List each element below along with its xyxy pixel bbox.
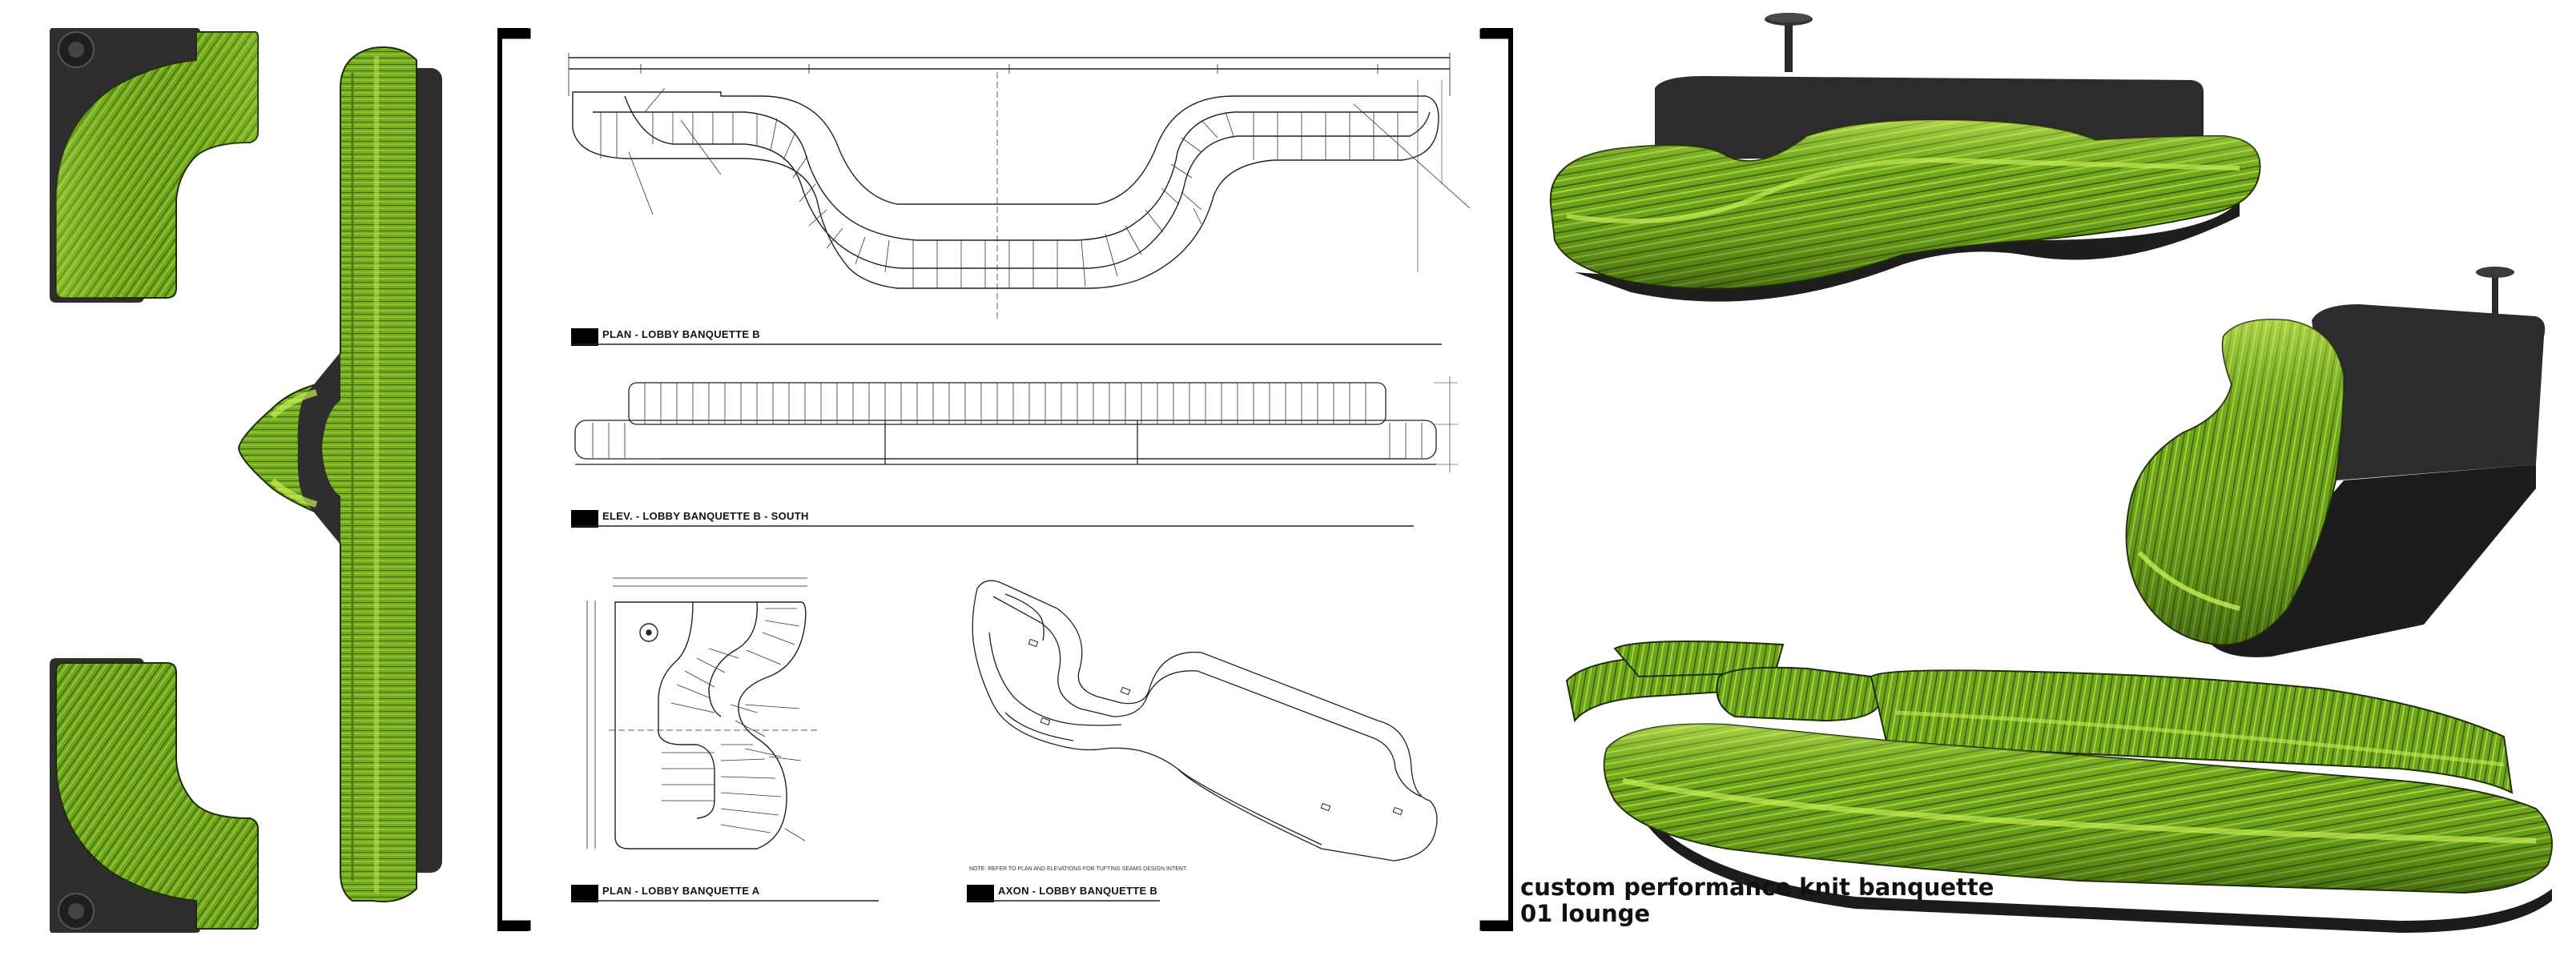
perspective-render-1 (1549, 13, 2261, 302)
caption-line-1: custom performance knit banquette (1520, 874, 1994, 901)
axon-note: NOTE: REFER TO PLAN AND ELEVATIONS FOR T… (969, 866, 1188, 872)
axon-seam-marks (1028, 638, 1403, 816)
drawing-title-axon-b: AXON - LOBBY BANQUETTE B (998, 885, 1158, 897)
drawing-label-axon-b: AXON - LOBBY BANQUETTE B (998, 885, 1157, 897)
drawing-sheet (497, 28, 1513, 931)
perspective-render-3 (1565, 641, 2553, 933)
render-perspectives (1549, 13, 2553, 933)
drawing-title-plan-b: PLAN - LOBBY BANQUETTE B (602, 328, 760, 340)
render-plan-views (50, 28, 442, 933)
drawing-title-elev-b: ELEV. - LOBBY BANQUETTE B - SOUTH (602, 510, 809, 522)
corner-unit-top-render (50, 28, 259, 303)
plan-banquette-a-drawing (586, 577, 817, 850)
elevation-banquette-b-drawing (574, 376, 1458, 472)
long-banquette-top-render (237, 46, 442, 902)
plan-banquette-b-drawing (568, 53, 1451, 289)
corner-unit-bottom-render (50, 658, 259, 933)
project-caption: custom performance knit banquette 01 lou… (1520, 874, 1994, 927)
drawing-label-elev-b: ELEV. - LOBBY BANQUETTE B - SOUTH (602, 510, 809, 522)
drawing-label-plan-b: PLAN - LOBBY BANQUETTE B (602, 328, 760, 340)
caption-line-2: 01 lounge (1520, 900, 1651, 927)
axon-banquette-b-drawing (972, 580, 1438, 862)
sheet-border (497, 28, 1513, 931)
plan-b-tufting-seams (600, 72, 1471, 320)
perspective-render-2 (2125, 267, 2546, 657)
drawing-title-plan-a: PLAN - LOBBY BANQUETTE A (602, 885, 760, 897)
elevation-b-tufting-seams (592, 383, 1423, 458)
drawing-label-plan-a: PLAN - LOBBY BANQUETTE A (602, 885, 759, 897)
plan-a-tufting-seams (662, 608, 806, 842)
